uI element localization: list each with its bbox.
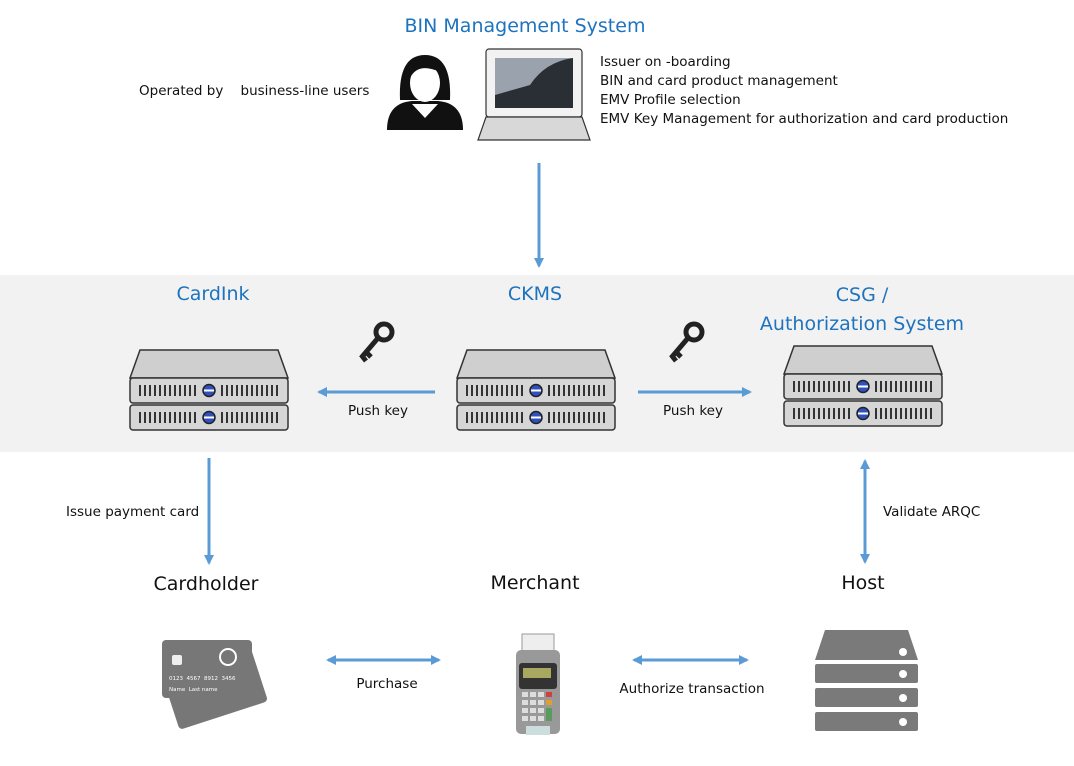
- authorization-system-label: Authorization System: [760, 313, 964, 335]
- cardink-server-icon: [130, 350, 288, 430]
- purchase-label: Purchase: [356, 676, 417, 692]
- cardholder-label: Cardholder: [154, 573, 259, 595]
- operated-by-label: Operated by business-line users: [139, 83, 369, 99]
- ckms-label: CKMS: [508, 283, 562, 305]
- authorize-label: Authorize transaction: [619, 681, 764, 697]
- push-key-label: Push key: [663, 403, 723, 419]
- csg-server-icon: [784, 346, 942, 426]
- push-key-label: Push key: [348, 403, 408, 419]
- host-label: Host: [841, 572, 884, 594]
- card-number: 0123 4567 8912 3456: [169, 676, 236, 682]
- host-server-icon: [815, 630, 918, 731]
- payment-terminal-icon: [516, 633, 560, 735]
- payment-cards-icon: 0123 4567 8912 3456 Name Last name: [161, 640, 270, 731]
- feature-item: BIN and card product management: [600, 73, 838, 89]
- feature-item: EMV Profile selection: [600, 92, 741, 108]
- user-icon: [387, 55, 463, 130]
- laptop-icon: [477, 48, 591, 141]
- issue-card-label: Issue payment card: [66, 504, 199, 520]
- page-title: BIN Management System: [405, 15, 646, 37]
- feature-item: Issuer on -boarding: [600, 54, 731, 70]
- cardink-label: CardInk: [176, 283, 249, 305]
- merchant-label: Merchant: [490, 572, 579, 594]
- validate-arqc-label: Validate ARQC: [883, 504, 980, 520]
- ckms-server-icon: [457, 350, 615, 430]
- feature-item: EMV Key Management for authorization and…: [600, 111, 1008, 127]
- csg-label: CSG /: [836, 284, 889, 306]
- card-name: Name Last name: [169, 687, 218, 693]
